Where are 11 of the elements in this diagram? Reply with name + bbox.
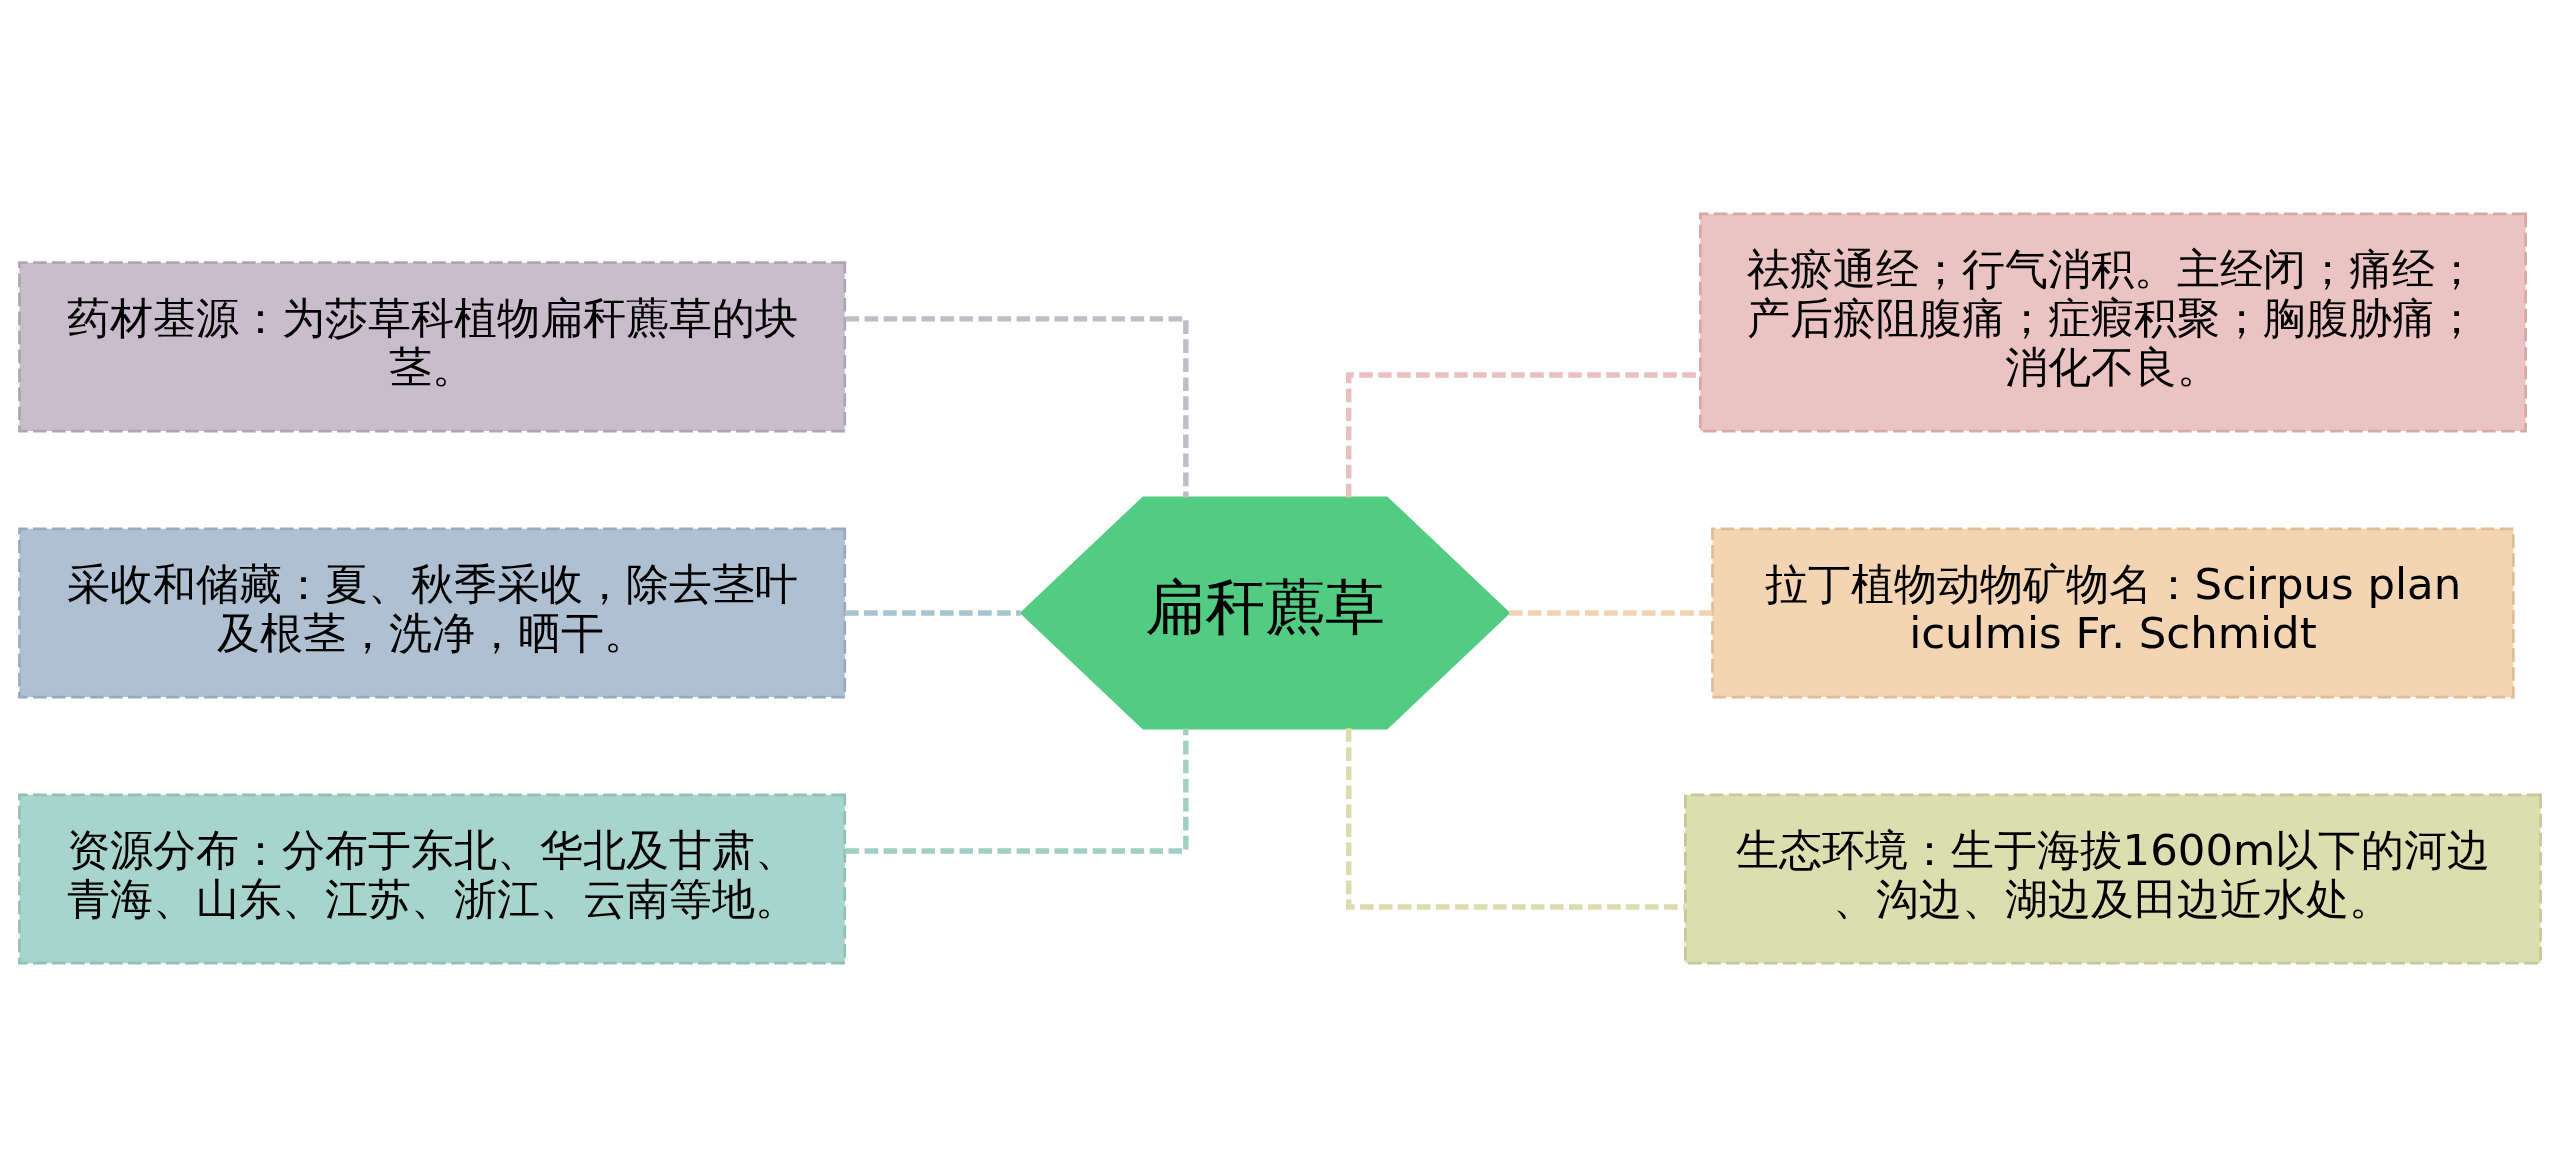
connector bbox=[844, 609, 1021, 616]
node-box: 药材基源：为莎草科植物扁秆藨草的块茎。 bbox=[18, 260, 847, 432]
connector bbox=[845, 315, 1189, 498]
connector bbox=[845, 727, 1189, 854]
node-box: 采收和储藏：夏、秋季采收，除去茎叶及根茎，洗净，晒干。 bbox=[18, 526, 847, 698]
node-box: 资源分布：分布于东北、华北及甘肃、青海、山东、江苏、浙江、云南等地。 bbox=[18, 792, 847, 964]
connector bbox=[1346, 727, 1686, 910]
node-box: 拉丁植物动物矿物名：Scirpus planiculmis Fr. Schmidt bbox=[1711, 526, 2515, 698]
node-box: 祛瘀通经；行气消积。主经闭；痛经；产后瘀阻腹痛；症瘕积聚；胸腹胁痛；消化不良。 bbox=[1698, 212, 2527, 432]
node-box: 生态环境：生于海拔1600m以下的河边、沟边、湖边及田边近水处。 bbox=[1684, 792, 2542, 964]
connector bbox=[1509, 609, 1713, 616]
